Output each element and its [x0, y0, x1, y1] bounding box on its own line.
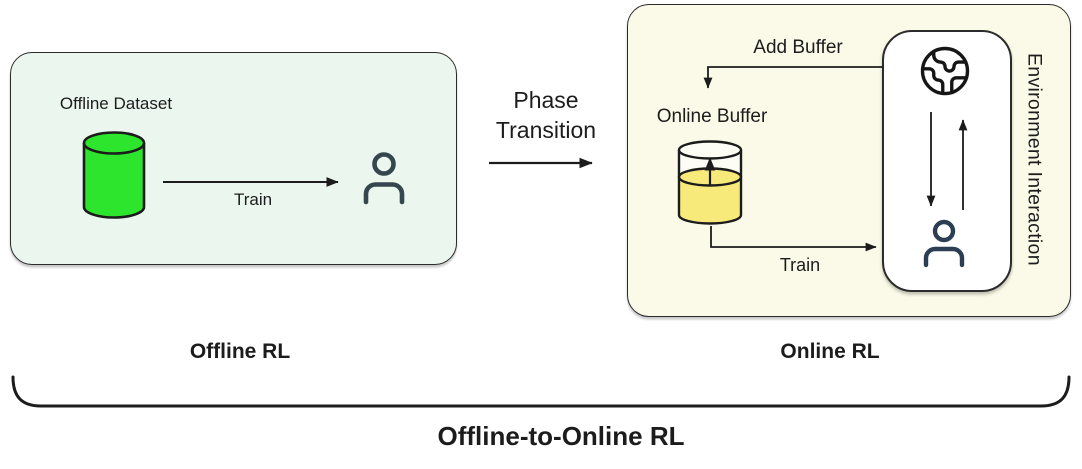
phase-transition-line1: Phase: [513, 87, 579, 113]
environment-pill: [882, 30, 1012, 292]
offline-rl-caption: Offline RL: [189, 340, 291, 363]
offline-dataset-label: Offline Dataset: [59, 94, 173, 113]
environment-interaction-label: Environment Interaction: [1023, 52, 1046, 266]
phase-transition-label: Phase Transition: [496, 85, 596, 145]
online-rl-caption: Online RL: [780, 340, 880, 363]
offline-train-label: Train: [233, 190, 273, 209]
offline-to-online-caption: Offline-to-Online RL: [437, 421, 685, 451]
online-buffer-label: Online Buffer: [656, 106, 768, 127]
phase-transition-line2: Transition: [495, 117, 597, 143]
add-buffer-label: Add Buffer: [753, 37, 843, 58]
online-train-label: Train: [779, 255, 821, 275]
offline-panel: [10, 52, 457, 265]
bottom-brace: [11, 375, 1071, 408]
